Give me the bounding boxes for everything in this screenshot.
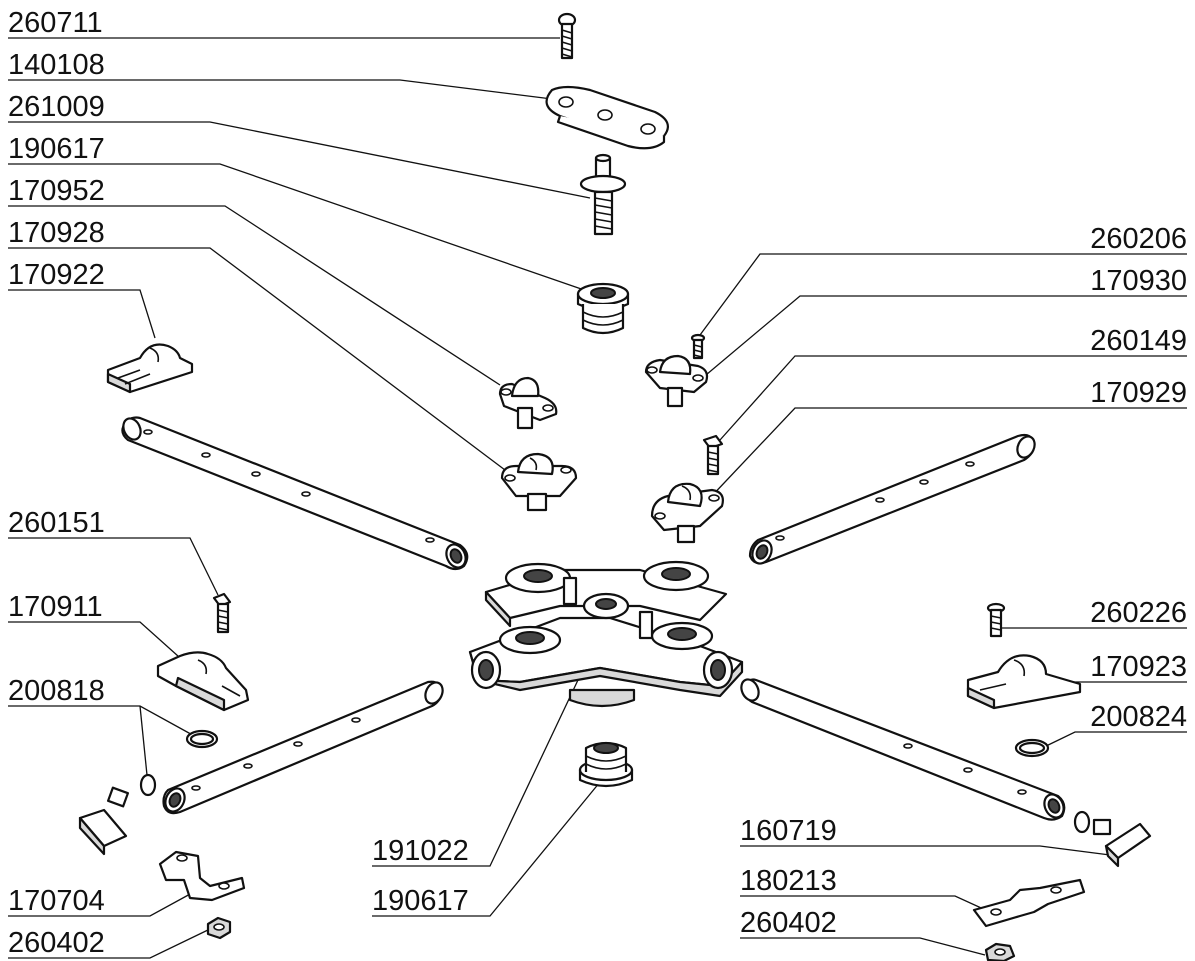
part-label-260206: 260206 — [1090, 223, 1187, 255]
part-label-170928: 170928 — [8, 217, 105, 249]
part-label-170952: 170952 — [8, 175, 105, 207]
part-label-260711: 260711 — [8, 7, 103, 39]
central-hub-191022 — [468, 560, 744, 708]
part-label-190617-top: 190617 — [8, 133, 105, 165]
o-ring-small-right — [1073, 810, 1091, 834]
bolt-260149 — [702, 434, 724, 476]
part-label-170929: 170929 — [1090, 377, 1187, 409]
spray-arm-tube-lower-left — [162, 680, 444, 815]
part-label-260149: 260149 — [1090, 325, 1187, 357]
bracket-180213 — [972, 878, 1086, 928]
part-label-260402-right: 260402 — [740, 907, 837, 939]
o-ring-small-left — [139, 773, 157, 797]
part-label-190617-bottom: 190617 — [372, 885, 469, 917]
end-cap-160719 — [1092, 818, 1152, 868]
spray-arm-tube-upper-right — [748, 433, 1036, 565]
leader-lines — [8, 37, 1187, 959]
part-label-180213: 180213 — [740, 865, 837, 897]
nut-260402-right — [984, 942, 1016, 961]
part-label-200818: 200818 — [8, 675, 105, 707]
clamp-170922 — [106, 343, 194, 394]
part-label-170930: 170930 — [1090, 265, 1187, 297]
fitting-170928 — [500, 452, 578, 512]
part-labels: 260711 140108 261009 190617 170952 17092… — [8, 7, 1187, 959]
fitting-170929 — [650, 482, 724, 544]
bolt-260151 — [212, 592, 232, 634]
part-label-260402-left: 260402 — [8, 927, 105, 959]
screw-260226 — [986, 602, 1006, 638]
plug-190617-bottom — [578, 741, 634, 788]
part-label-261009: 261009 — [8, 91, 105, 123]
fitting-170930 — [644, 354, 709, 408]
part-label-260226: 260226 — [1090, 597, 1187, 629]
end-cap-left — [78, 786, 130, 856]
o-ring-200824 — [1014, 738, 1050, 758]
part-label-160719: 160719 — [740, 815, 837, 847]
part-label-170922: 170922 — [8, 259, 105, 291]
plate-140108 — [545, 85, 669, 150]
part-label-170911: 170911 — [8, 591, 103, 623]
part-label-191022: 191022 — [372, 835, 469, 867]
plug-190617-top — [576, 282, 630, 335]
fitting-170952 — [498, 376, 558, 430]
part-label-170704: 170704 — [8, 885, 105, 917]
screw-260711 — [557, 12, 577, 60]
part-label-200824: 200824 — [1090, 701, 1187, 733]
bracket-170704 — [158, 850, 246, 902]
o-ring-200818 — [185, 729, 219, 749]
part-label-170923: 170923 — [1090, 651, 1187, 683]
spray-arm-tube-upper-left — [121, 416, 469, 571]
stud-261009 — [579, 153, 627, 236]
nut-260402-left — [206, 916, 232, 940]
spray-arm-tube-lower-right — [740, 678, 1066, 821]
part-label-260151: 260151 — [8, 507, 105, 539]
clamp-170911 — [156, 651, 250, 712]
clamp-170923 — [966, 654, 1082, 710]
screw-260206 — [690, 333, 706, 360]
part-label-140108: 140108 — [8, 49, 105, 81]
